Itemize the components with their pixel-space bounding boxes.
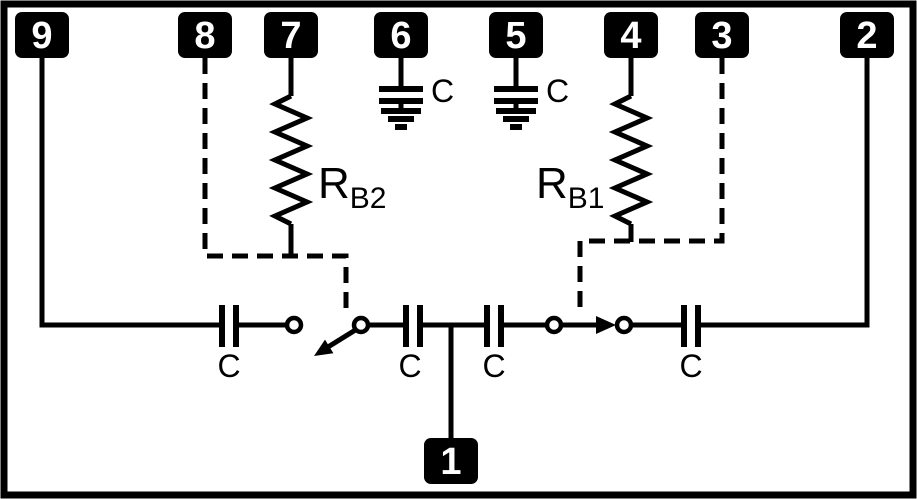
pin-2: 2 — [840, 12, 894, 58]
pin-7-label: 7 — [280, 15, 301, 57]
pin-6-box — [374, 12, 428, 58]
pin-1-box — [424, 438, 478, 484]
pin-9-label: 9 — [31, 15, 52, 57]
resistor-rb2: RB2 — [268, 58, 386, 257]
cap-right-label: C — [679, 348, 702, 384]
capacitor-right: C — [679, 305, 703, 384]
pin-4: 4 — [604, 12, 658, 58]
switch-left-pivot — [351, 315, 371, 335]
resistor-rb2-zigzag — [268, 93, 314, 227]
switch-left — [284, 315, 371, 356]
ground-icon — [496, 108, 536, 130]
switch-right-terminal-a — [544, 315, 564, 335]
capacitor-left: C — [217, 305, 241, 384]
cap-midleft-label: C — [398, 348, 421, 384]
pin-2-box — [840, 12, 894, 58]
resistor-rb1-label: RB1 — [536, 159, 604, 215]
pin-1-label: 1 — [440, 441, 461, 483]
pin-5-box — [489, 12, 543, 58]
cap-pin6-label: C — [431, 73, 454, 109]
pin-8-label: 8 — [194, 15, 215, 57]
switch-left-arm — [326, 326, 359, 350]
capacitor-mid-left: C — [398, 305, 423, 384]
capacitor-mid-right: C — [482, 305, 506, 384]
pin-2-label: 2 — [856, 15, 877, 57]
ground-icon — [381, 108, 421, 130]
switch-left-arrow-icon — [314, 339, 334, 356]
cap-midright-label: C — [482, 348, 505, 384]
resistor-rb2-label: RB2 — [318, 159, 386, 215]
pin-1: 1 — [424, 438, 478, 484]
bypass-capacitor-pin5: C — [494, 58, 569, 130]
pin-4-box — [604, 12, 658, 58]
cap-pin5-label: C — [546, 73, 569, 109]
pin-5: 5 — [489, 12, 543, 58]
pin-8-box — [178, 12, 232, 58]
pin-6-label: 6 — [390, 15, 411, 57]
resistor-rb1-zigzag — [608, 93, 654, 227]
bypass-capacitor-pin6: C — [379, 58, 454, 130]
switch-right-terminal-b — [614, 315, 634, 335]
switch-left-terminal — [284, 315, 304, 335]
resistor-rb1: RB1 — [536, 58, 654, 242]
pin-7: 7 — [264, 12, 318, 58]
pin-9-box — [15, 12, 69, 58]
pin-9: 9 — [15, 12, 69, 58]
dashed-wire-pin3-to-switch-right — [577, 58, 725, 311]
pin-7-box — [264, 12, 318, 58]
pin-8: 8 — [178, 12, 232, 58]
wire-capright-to-pin2 — [701, 58, 870, 328]
pin-3-label: 3 — [711, 15, 732, 57]
switch-right-arrow-icon — [596, 316, 616, 334]
pin-4-label: 4 — [620, 15, 641, 57]
switch-right — [544, 315, 634, 335]
pin-6: 6 — [374, 12, 428, 58]
cap-left-label: C — [217, 348, 240, 384]
wire-pin9-to-cap-left — [39, 58, 219, 328]
pin-3-box — [695, 12, 749, 58]
pin-5-label: 5 — [505, 15, 526, 57]
pin-3: 3 — [695, 12, 749, 58]
